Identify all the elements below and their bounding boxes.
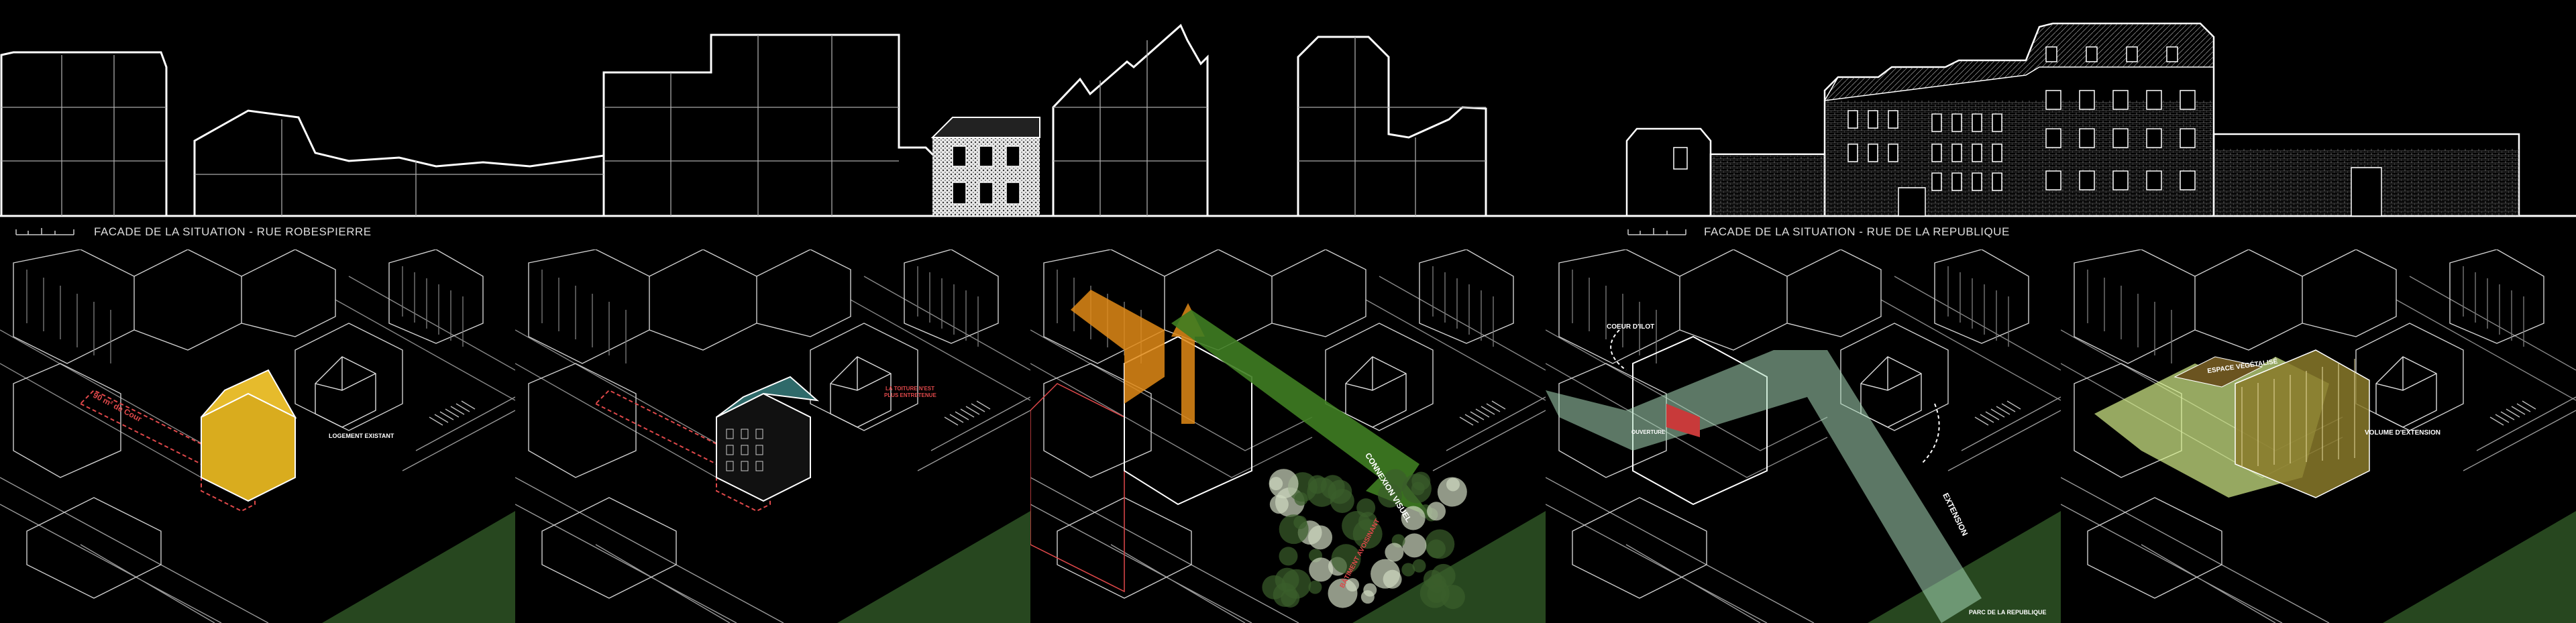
scale-bar-icon: [1627, 228, 1686, 235]
axonometric-panel-3: [1030, 249, 1546, 623]
elevation-title-republique: FACADE DE LA SITUATION - RUE DE LA REPUB…: [1704, 225, 2010, 238]
axonometric-panel-2: [515, 249, 1030, 623]
label-park: PARC DE LA REPUBLIQUE: [1969, 609, 2047, 616]
label-existing-housing: LOGEMENT EXISTANT: [329, 433, 394, 439]
axonometric-drawing-5: [2061, 249, 2576, 623]
label-roof-condition-2: PLUS ENTRETENUE: [884, 392, 936, 398]
axonometric-drawing-1: [0, 249, 515, 623]
axonometric-drawing-2: [515, 249, 1030, 623]
scale-bar-icon: [15, 228, 74, 235]
axonometric-panel-1: [0, 249, 515, 623]
elevation-title-robespierre: FACADE DE LA SITUATION - RUE ROBESPIERRE: [94, 225, 372, 238]
axonometric-drawing-3: [1030, 249, 1546, 623]
axonometric-drawing-4: [1546, 249, 2061, 623]
republique-windows: [1673, 46, 2382, 217]
label-courtyard: COEUR D'ILOT: [1607, 323, 1655, 331]
stone-house-elevation: [930, 117, 1040, 216]
label-roof-condition: LA TOITURE N'EST: [885, 386, 935, 392]
street-elevation-drawing: [0, 22, 2576, 217]
axonometric-panel-4: [1546, 249, 2061, 623]
axonometric-panel-5: [2061, 249, 2576, 623]
label-opening: OUVERTURE: [1631, 429, 1666, 435]
label-extension-volume: VOLUME D'EXTENSION: [2365, 429, 2440, 437]
